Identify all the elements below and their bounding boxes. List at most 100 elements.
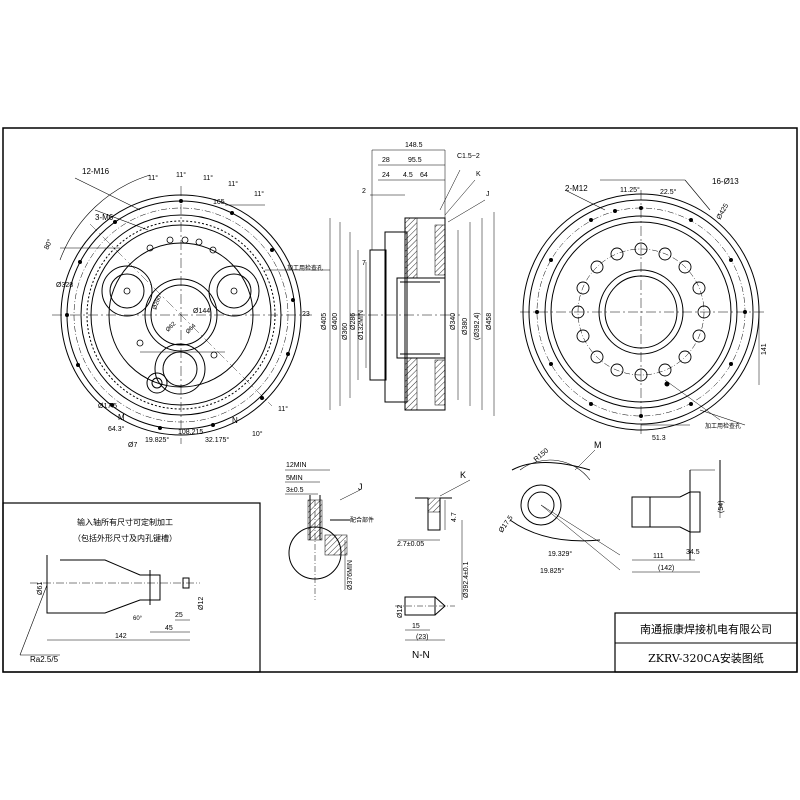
- front-label-108-215: 108.215: [178, 429, 203, 436]
- section-nn-d12: Ø12: [397, 605, 404, 618]
- front-label-angle: 11°: [176, 171, 186, 179]
- rear-label-11-25: 11.25°: [620, 186, 640, 194]
- front-label-m: M: [118, 413, 125, 422]
- front-label-165: 165: [213, 199, 225, 206]
- front-label-11-lower: 11°: [278, 405, 288, 413]
- front-label-80: 80°: [43, 238, 55, 251]
- detail-m-label: M: [594, 440, 602, 450]
- side-callout-j: J: [486, 191, 490, 198]
- side-section-view: 148.5 95.5 28 24 4.5 64 2 7 C1.5~2 K J Ø…: [321, 142, 495, 416]
- shaft-dim-d12: Ø12: [198, 597, 205, 610]
- input-shaft-note-line2: （包括外形尺寸及内孔键槽）: [73, 533, 177, 543]
- front-label-32-175: 32.175°: [205, 436, 229, 444]
- drawing-border: [2, 127, 798, 673]
- side-callout-c1-5: C1.5~2: [457, 153, 480, 160]
- section-nn-23: (23): [416, 634, 428, 641]
- front-label-n: N: [232, 416, 238, 425]
- shaft-dim-d61: Ø61: [37, 582, 44, 595]
- detail-j: 12MIN 5MIN 3±0.5 J 配合部件 Ø376MIN: [285, 462, 374, 600]
- side-dia-458: Ø458: [486, 313, 493, 330]
- section-n-n: Ø12 15 (23) N-N: [395, 596, 455, 661]
- rear-label-d425: Ø425: [716, 203, 731, 221]
- detail-k-label: K: [460, 470, 466, 480]
- shaft-dim-142: 142: [115, 633, 127, 640]
- title-block: 南通振康焊接机电有限公司 ZKRV-320CA安装图纸: [614, 612, 798, 673]
- front-label-angle: 11°: [148, 174, 158, 182]
- detail-j-5min: 5MIN: [286, 475, 303, 482]
- rear-label-51-3: 51.3: [652, 435, 666, 442]
- rear-label-inspection-hole: 加工用检查孔: [705, 422, 741, 430]
- side-dia-360: Ø360: [342, 323, 349, 340]
- front-label-19-825: 19.825°: [145, 436, 169, 444]
- side-dia-286: Ø286: [350, 313, 357, 330]
- side-dim-95-5: 95.5: [408, 157, 422, 164]
- detail-j-3-0-5: 3±0.5: [286, 487, 304, 494]
- front-label-23: 23: [302, 311, 310, 318]
- detail-j-mating-part: 配合部件: [350, 516, 374, 524]
- front-label-10: 10°: [252, 430, 263, 438]
- side-dia-400: Ø400: [332, 313, 339, 330]
- side-dia-405: Ø405: [321, 313, 328, 330]
- shaft-dim-25: 25: [175, 612, 183, 619]
- detail-m-r150: R150: [533, 447, 550, 463]
- front-view: 12-M16 3-M6 11° 11° 11° 11° 11° 165 Ø328…: [43, 167, 330, 449]
- rear-label-141: 141: [761, 343, 768, 355]
- side-dia-340: Ø340: [450, 313, 457, 330]
- front-label-angle: 11°: [203, 174, 213, 182]
- side-dim-2: 2: [362, 188, 366, 195]
- detail-m-19-825: 19.825°: [540, 567, 564, 575]
- side-dim-148-5: 148.5: [405, 142, 423, 149]
- front-label-angle: 11°: [254, 190, 264, 198]
- front-label-inspection-hole: 加工用检查孔: [287, 264, 323, 272]
- side-dia-380: Ø380: [462, 318, 469, 335]
- output-34-5: 34.5: [686, 549, 700, 556]
- side-dia-392-4: (Ø392.4): [474, 312, 481, 340]
- side-dim-28: 28: [382, 157, 390, 164]
- front-label-d328: Ø328: [56, 282, 73, 289]
- detail-k-4-7: 4.7: [451, 512, 458, 522]
- shaft-dim-45: 45: [165, 625, 173, 632]
- output-54: (54): [718, 501, 725, 513]
- front-label-d64: Ø64: [185, 323, 198, 336]
- side-dim-7: 7: [362, 260, 366, 267]
- shaft-dim-60deg: 60°: [133, 616, 143, 622]
- output-111: 111: [653, 553, 664, 560]
- section-nn-15: 15: [412, 623, 420, 630]
- front-label-d17-5: Ø17.5: [98, 403, 117, 410]
- side-dia-132min: Ø132MIN: [358, 310, 365, 340]
- detail-m-19-329: 19.329°: [548, 550, 572, 558]
- detail-k: K 4.7 2.7±0.05 Ø392.4±0.1: [397, 470, 471, 600]
- side-callout-k: K: [476, 171, 481, 178]
- surface-finish: Ra2.5/5: [30, 655, 59, 664]
- input-shaft-note-box: 输入轴所有尺寸可定制加工 （包括外形尺寸及内孔键槽） Ø61 Ø12 25 45…: [2, 502, 261, 673]
- section-nn-title: N-N: [412, 650, 430, 661]
- front-label-d7: Ø7: [128, 442, 137, 449]
- detail-m: M R150 Ø17.5 19.329° 19.825°: [498, 440, 621, 575]
- side-dim-24: 24: [382, 172, 390, 179]
- front-label-d144: Ø144: [193, 308, 210, 315]
- detail-k-d392-4: Ø392.4±0.1: [463, 561, 470, 598]
- rear-view: 2-M12 11.25° 22.5° 16-Ø13 Ø425 141 51.3 …: [520, 177, 768, 442]
- input-shaft-note-line1: 输入轴所有尺寸可定制加工: [77, 517, 173, 527]
- detail-j-12min: 12MIN: [286, 462, 307, 469]
- side-dim-64: 64: [420, 172, 428, 179]
- rear-label-16-d13: 16-Ø13: [712, 177, 739, 186]
- front-label-d62: Ø62: [165, 321, 178, 334]
- side-dim-4-5: 4.5: [403, 172, 413, 179]
- detail-j-label: J: [358, 482, 363, 492]
- front-label-12-m16: 12-M16: [82, 167, 110, 176]
- rear-label-22-5: 22.5°: [660, 188, 677, 196]
- output-side-detail: (54) 34.5 111 (142): [631, 460, 725, 573]
- front-label-3-m6: 3-M6: [95, 213, 114, 222]
- company-name: 南通振康焊接机电有限公司: [640, 622, 772, 636]
- detail-j-d376min: Ø376MIN: [347, 560, 354, 590]
- rear-label-2-m12: 2-M12: [565, 184, 588, 193]
- front-label-d260: Ø260: [152, 294, 163, 310]
- front-label-64-3: 64.3°: [108, 425, 125, 433]
- detail-k-2-7: 2.7±0.05: [397, 541, 424, 548]
- drawing-title: ZKRV-320CA安装图纸: [648, 651, 764, 665]
- front-label-angle: 11°: [228, 180, 238, 188]
- detail-m-d17-5: Ø17.5: [498, 514, 515, 534]
- output-142: (142): [658, 565, 674, 572]
